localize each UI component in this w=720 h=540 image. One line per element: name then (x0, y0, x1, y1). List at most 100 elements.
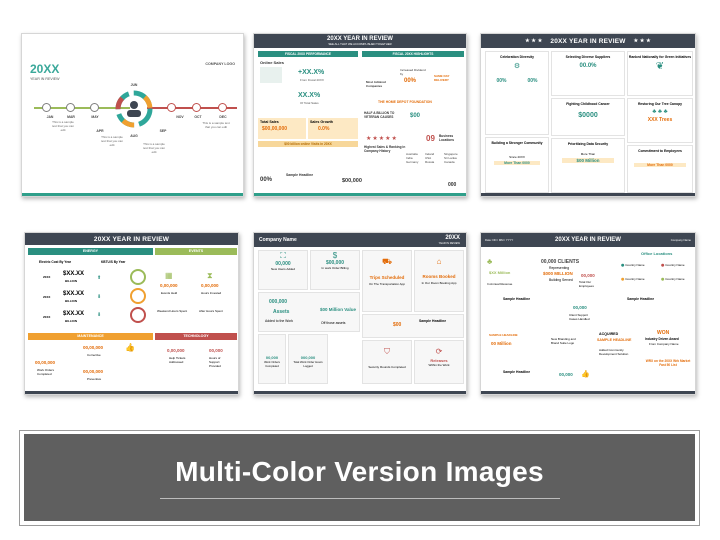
card-title: Restoring Our Tree Canopy (637, 102, 683, 106)
slide-title: 20XX YEAR IN REVIEW (25, 233, 238, 245)
won-label: WON (657, 330, 670, 336)
thumbnail-diversity-slide[interactable]: ★ ★ ★ 20XX YEAR IN REVIEW ★ ★ ★ Celebrat… (480, 33, 696, 197)
billion-value: $XX.XX (63, 271, 85, 277)
thumbs-up-icon: 👍 (125, 343, 135, 352)
slide-subtitle: SEE ALL THAT WE ACCOMPLISHED TOGETHER (328, 42, 392, 46)
thumbnail-energy-slide[interactable]: 20XX YEAR IN REVIEW ENERGY EVENTS Electr… (24, 232, 239, 395)
tree-icon: ♣ (487, 257, 493, 266)
from-label: From Company Name (649, 342, 679, 346)
slide-header: 20XX YEAR IN REVIEW SEE ALL THAT WE ACCO… (254, 34, 466, 48)
stat-value: 000,000 (269, 299, 288, 305)
sample-headline: Sample Headline (503, 370, 531, 374)
acquired-label: ACQUIRED (599, 332, 619, 336)
stat-label: Added to the Work (265, 319, 294, 323)
diversity-icon: ⚙ (513, 63, 521, 70)
more-than-label: More Than (580, 152, 596, 156)
year-label: 20XX (43, 275, 51, 279)
shield-icon: ⛉ (384, 347, 390, 356)
total-sales-value: $00,00,000 (262, 126, 288, 132)
billion-value: $XX.XX (63, 311, 85, 317)
map-icon (260, 67, 282, 83)
stat-value: $00 (393, 322, 402, 328)
month-apr: APR (96, 129, 104, 133)
thumbs-up-icon: 👍 (581, 371, 590, 378)
tech-value: 0,00,000 (167, 348, 185, 353)
bottom-pct: 00% (260, 177, 273, 183)
country-label: Country Name (625, 277, 645, 281)
assets-card: 000,000 Assets Added to the Work $00 Mil… (258, 292, 360, 332)
timeline-dot (42, 103, 51, 112)
billion-word: BILLION (65, 319, 77, 323)
arrow-down-icon: ⬇ (97, 312, 102, 318)
star-rating-icon: ★★★★★ (366, 136, 398, 142)
slide-subtitle: YEAR IN REVIEW (30, 77, 60, 81)
country-label: Country Name (665, 263, 685, 267)
clients-value: 00,000 CLIENTS (541, 259, 580, 265)
stat-value: Assets (273, 309, 290, 315)
events-value: 0,00,000 (160, 283, 178, 288)
count-value: 00,000 (559, 372, 573, 377)
center-ring-icon (115, 90, 153, 128)
employees-card: Commitment to Employees More Than 0000 (627, 145, 693, 193)
stat-label: Total Work Order Hours Logged (293, 360, 323, 368)
billion-word: BILLION (65, 299, 77, 303)
timeline-dot (192, 103, 201, 112)
branding-label: New Branding and Brand Suite Logo (551, 337, 576, 345)
trees-card: Restoring Our Tree Canopy ♣ ♣ ♣ XXX Tree… (627, 98, 693, 143)
thumbnail-fiscal-slide[interactable]: 20XX YEAR IN REVIEW SEE ALL THAT WE ACCO… (253, 33, 467, 197)
leaf-icon: ❦ (655, 61, 665, 72)
events-value: 0,00,000 (201, 283, 219, 288)
maint-value: 00,00,000 (83, 345, 104, 350)
events-label: Weekend Hours Spent (157, 309, 188, 313)
country-item: India (406, 156, 413, 160)
banner: Multi-Color Version Images (24, 434, 695, 521)
dev-label: Added Community Development Solution (599, 348, 629, 356)
card-title: Ranked Nationally for Green Initiatives (628, 55, 692, 59)
revenue-label: In Annual Revenue (487, 282, 513, 286)
cancer-card: Fighting Childhood Cancer $0000 (551, 98, 625, 136)
sample-headline: Sample Headline (286, 173, 314, 177)
highest-sales-label: Highest Sales & Ranking in Company Histo… (364, 145, 406, 153)
country-item: Australia (406, 152, 418, 156)
slide-header: Company Name 20XX YEAR IN REVIEW (254, 233, 466, 247)
dividend-label: Increased Dividend by (400, 68, 426, 76)
card-title: Fighting Childhood Cancer (566, 102, 610, 106)
stat-value: 00% (527, 78, 538, 84)
thumbnail-timeline-slide[interactable]: 20XX YEAR IN REVIEW COMPANY LOGO JAN MAR… (21, 33, 244, 197)
sales-growth-value: 0.0% (318, 126, 330, 132)
col-header-highlights: FISCAL 20XX HIGHLIGHTS (362, 51, 464, 57)
money-icon: $ (332, 251, 338, 260)
timeline-bar-left (34, 107, 130, 109)
country-label: Country Name (665, 277, 685, 281)
card-title: Commitment to Employees (638, 149, 682, 153)
million-value: 00 Million (491, 341, 512, 346)
thumbnail-company-slide[interactable]: Company Name 20XX YEAR IN REVIEW ⛶ 00,00… (253, 232, 467, 395)
slide-footer-bar (25, 391, 238, 394)
acquired-heading: SAMPLE HEADLINE (597, 338, 632, 342)
thumbnail-clients-slide[interactable]: Date: DD / MM / YYYY 20XX YEAR IN REVIEW… (480, 232, 696, 395)
country-item: ⬤ Country Name (621, 263, 645, 267)
tree-icon: ♣ ♣ ♣ (652, 109, 668, 115)
slide-year: 20XX (30, 62, 60, 76)
stat-value: Releases (430, 358, 448, 363)
arrow-down-icon: ⬇ (97, 294, 102, 300)
slide-date: Date: DD / MM / YYYY (485, 238, 514, 242)
banner-title: Multi-Color Version Images (175, 456, 544, 487)
slide-tagline: YEAR IN REVIEW (438, 242, 460, 245)
headline: Sample Headline (419, 319, 447, 323)
total-pct-sub: Of Total Sales (300, 101, 319, 105)
maint-label: Corrective (87, 353, 101, 357)
online-pct-sub: From Fiscal 20XX (300, 78, 324, 82)
country-item: ⬤ Country Name (661, 277, 685, 281)
representing-label: Representing (549, 266, 570, 270)
cost-year-label: Electric Cost By Year (39, 260, 72, 264)
year-label: 20XX (43, 315, 51, 319)
slide-footer-bar (254, 193, 466, 196)
year-label: 20XX (43, 295, 51, 299)
support-label: Client Support Cases Handled (569, 313, 590, 321)
card-title: Celebration Diversity (500, 55, 534, 59)
money-value: $00 (410, 113, 421, 119)
stat-card: ⛟ Trips Scheduled On The Transportation … (362, 250, 412, 312)
country-item: Canada (444, 160, 455, 164)
business-count: 09 (426, 134, 435, 143)
